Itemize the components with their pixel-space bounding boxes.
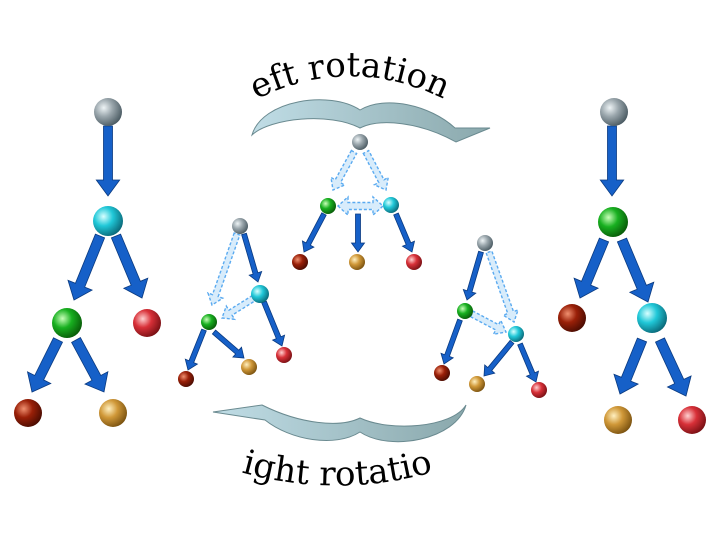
t5-node-gray: [600, 98, 628, 126]
t4-edge-cyan-red: [517, 342, 540, 383]
t5-edge-cyan-tan: [613, 337, 648, 395]
t1-node-red: [133, 309, 161, 337]
t5-node-red: [678, 406, 706, 434]
t3-node-red: [406, 254, 422, 270]
t5-edge-cyan-red: [654, 337, 692, 397]
t5-edge-root-green: [599, 125, 625, 197]
t4-node-gray: [477, 235, 493, 251]
t4-node-cyan: [508, 326, 524, 342]
t2-edge-root-green-dashed: [206, 232, 241, 307]
t2-edge-green-darkred: [184, 328, 207, 371]
t1-node-tan: [99, 399, 127, 427]
t5-edge-green-darkred: [573, 237, 610, 299]
left-rotation-label: left rotation: [0, 0, 456, 107]
t1-edge-cyan-green: [67, 233, 106, 301]
t5-node-green: [598, 207, 628, 237]
t1-node-cyan: [93, 206, 123, 236]
left-rotation-curved-arrow: [251, 99, 491, 143]
t3-edge-green-tan: [350, 213, 366, 253]
t2-node-tan: [241, 359, 257, 375]
t3-edge-green-cyan-dashed: [336, 195, 385, 217]
t3-edge-root-green-dashed: [330, 149, 358, 191]
t3-edge-cyan-red: [393, 212, 416, 253]
t4-node-tan: [469, 376, 485, 392]
t1-edge-green-darkred: [26, 337, 64, 393]
tree-edges: [26, 125, 692, 397]
t2-node-red: [276, 347, 292, 363]
t1-edge-cyan-red: [110, 233, 149, 299]
right-rotation-curved-arrow: [212, 404, 467, 443]
t2-edge-root-cyan: [241, 232, 263, 283]
t3-edge-root-cyan-dashed: [362, 149, 390, 192]
t4-edge-green-cyan-dashed: [469, 310, 508, 336]
t2-edge-cyan-green-dashed: [221, 294, 257, 321]
t5-node-darkred: [558, 304, 586, 332]
t2-node-cyan: [251, 285, 269, 303]
t4-node-darkred: [434, 365, 450, 381]
t5-node-cyan: [637, 303, 667, 333]
t1-node-gray: [94, 98, 122, 126]
t2-node-darkred: [178, 371, 194, 387]
t3-node-gray: [352, 134, 368, 150]
t1-edge-root-cyan: [95, 125, 121, 197]
t1-edge-green-tan: [71, 337, 109, 393]
t3-node-darkred: [292, 254, 308, 270]
t3-node-tan: [349, 254, 365, 270]
t4-node-green: [457, 303, 473, 319]
t3-edge-green-darkred: [301, 212, 327, 253]
t5-edge-green-cyan: [616, 237, 655, 303]
t3-node-cyan: [383, 197, 399, 213]
t2-edge-green-tan: [211, 329, 245, 359]
tree-nodes: [14, 98, 706, 434]
t1-node-green: [52, 308, 82, 338]
t4-node-red: [531, 382, 547, 398]
t4-edge-root-green: [462, 250, 484, 301]
t5-node-tan: [604, 406, 632, 434]
t2-node-gray: [232, 218, 248, 234]
t3-node-green: [320, 198, 336, 214]
t1-node-darkred: [14, 399, 42, 427]
t2-node-green: [201, 314, 217, 330]
t4-edge-green-darkred: [440, 318, 463, 365]
t2-edge-cyan-red: [261, 300, 286, 347]
t4-edge-root-cyan-dashed: [485, 250, 520, 324]
t4-edge-cyan-tan: [483, 339, 515, 377]
